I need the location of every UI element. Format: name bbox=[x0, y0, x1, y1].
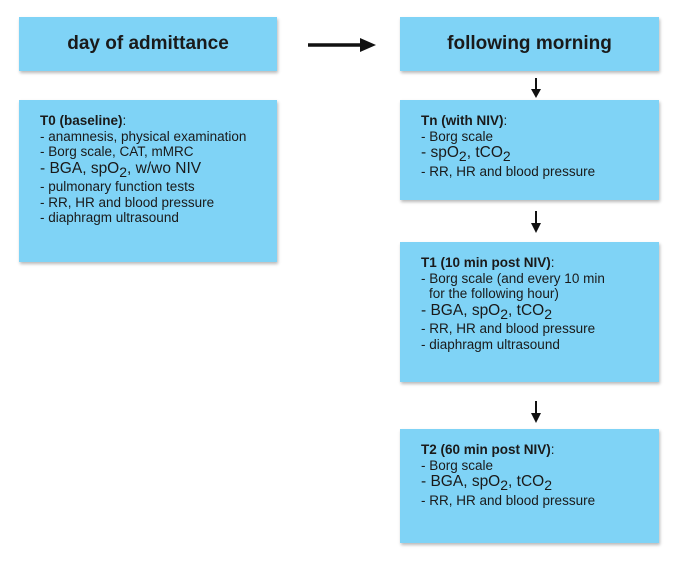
t0-item-4: - pulmonary function tests bbox=[40, 179, 195, 194]
t1-item-1-cont: for the following hour) bbox=[429, 286, 559, 301]
down-arrow-icon-3 bbox=[531, 401, 541, 423]
tn-item-2: - spO2, tCO2 bbox=[421, 144, 511, 164]
tn-title: Tn (with NIV) bbox=[421, 113, 504, 128]
t0-item-2: - Borg scale, CAT, mMRC bbox=[40, 144, 194, 159]
tn-item-3: - RR, HR and blood pressure bbox=[421, 163, 596, 179]
down-arrow-icon-1 bbox=[531, 78, 541, 98]
t2-item-3: - RR, HR and blood pressure bbox=[421, 492, 596, 508]
tn-with-niv-box: Tn (with NIV): - Borg scale - spO2, tCO2… bbox=[400, 100, 659, 200]
t2-item-1: - Borg scale bbox=[421, 457, 494, 473]
day-of-admittance-header: day of admittance bbox=[19, 17, 277, 71]
t0-item-3: - BGA, spO2, w/wo NIV bbox=[40, 159, 202, 180]
t2-item-2: - BGA, spO2, tCO2 bbox=[421, 473, 553, 493]
right-arrow-icon bbox=[308, 38, 376, 52]
t0-baseline-box: T0 (baseline): - anamnesis, physical exa… bbox=[19, 100, 277, 262]
following-morning-header: following morning bbox=[400, 17, 659, 71]
t0-item-6: - diaphragm ultrasound bbox=[40, 210, 179, 225]
t1-item-4: - diaphragm ultrasound bbox=[421, 336, 560, 352]
t1-title: T1 (10 min post NIV) bbox=[421, 255, 551, 270]
t1-item-3: - RR, HR and blood pressure bbox=[421, 321, 596, 336]
t2-title: T2 (60 min post NIV) bbox=[421, 442, 551, 457]
t0-item-5: - RR, HR and blood pressure bbox=[40, 194, 215, 210]
down-arrow-icon-2 bbox=[531, 211, 541, 233]
t2-60min-post-niv-box: T2 (60 min post NIV): - Borg scale - BGA… bbox=[400, 429, 659, 543]
following-morning-label: following morning bbox=[447, 33, 612, 54]
tn-item-1: - Borg scale bbox=[421, 128, 494, 144]
day-of-admittance-label: day of admittance bbox=[67, 33, 229, 54]
t0-title: T0 (baseline) bbox=[40, 113, 123, 128]
t1-item-2: - BGA, spO2, tCO2 bbox=[421, 301, 553, 322]
t1-10min-post-niv-box: T1 (10 min post NIV): - Borg scale (and … bbox=[400, 242, 659, 382]
t1-item-1: - Borg scale (and every 10 min bbox=[421, 270, 605, 286]
t0-item-1: - anamnesis, physical examination bbox=[40, 128, 247, 144]
